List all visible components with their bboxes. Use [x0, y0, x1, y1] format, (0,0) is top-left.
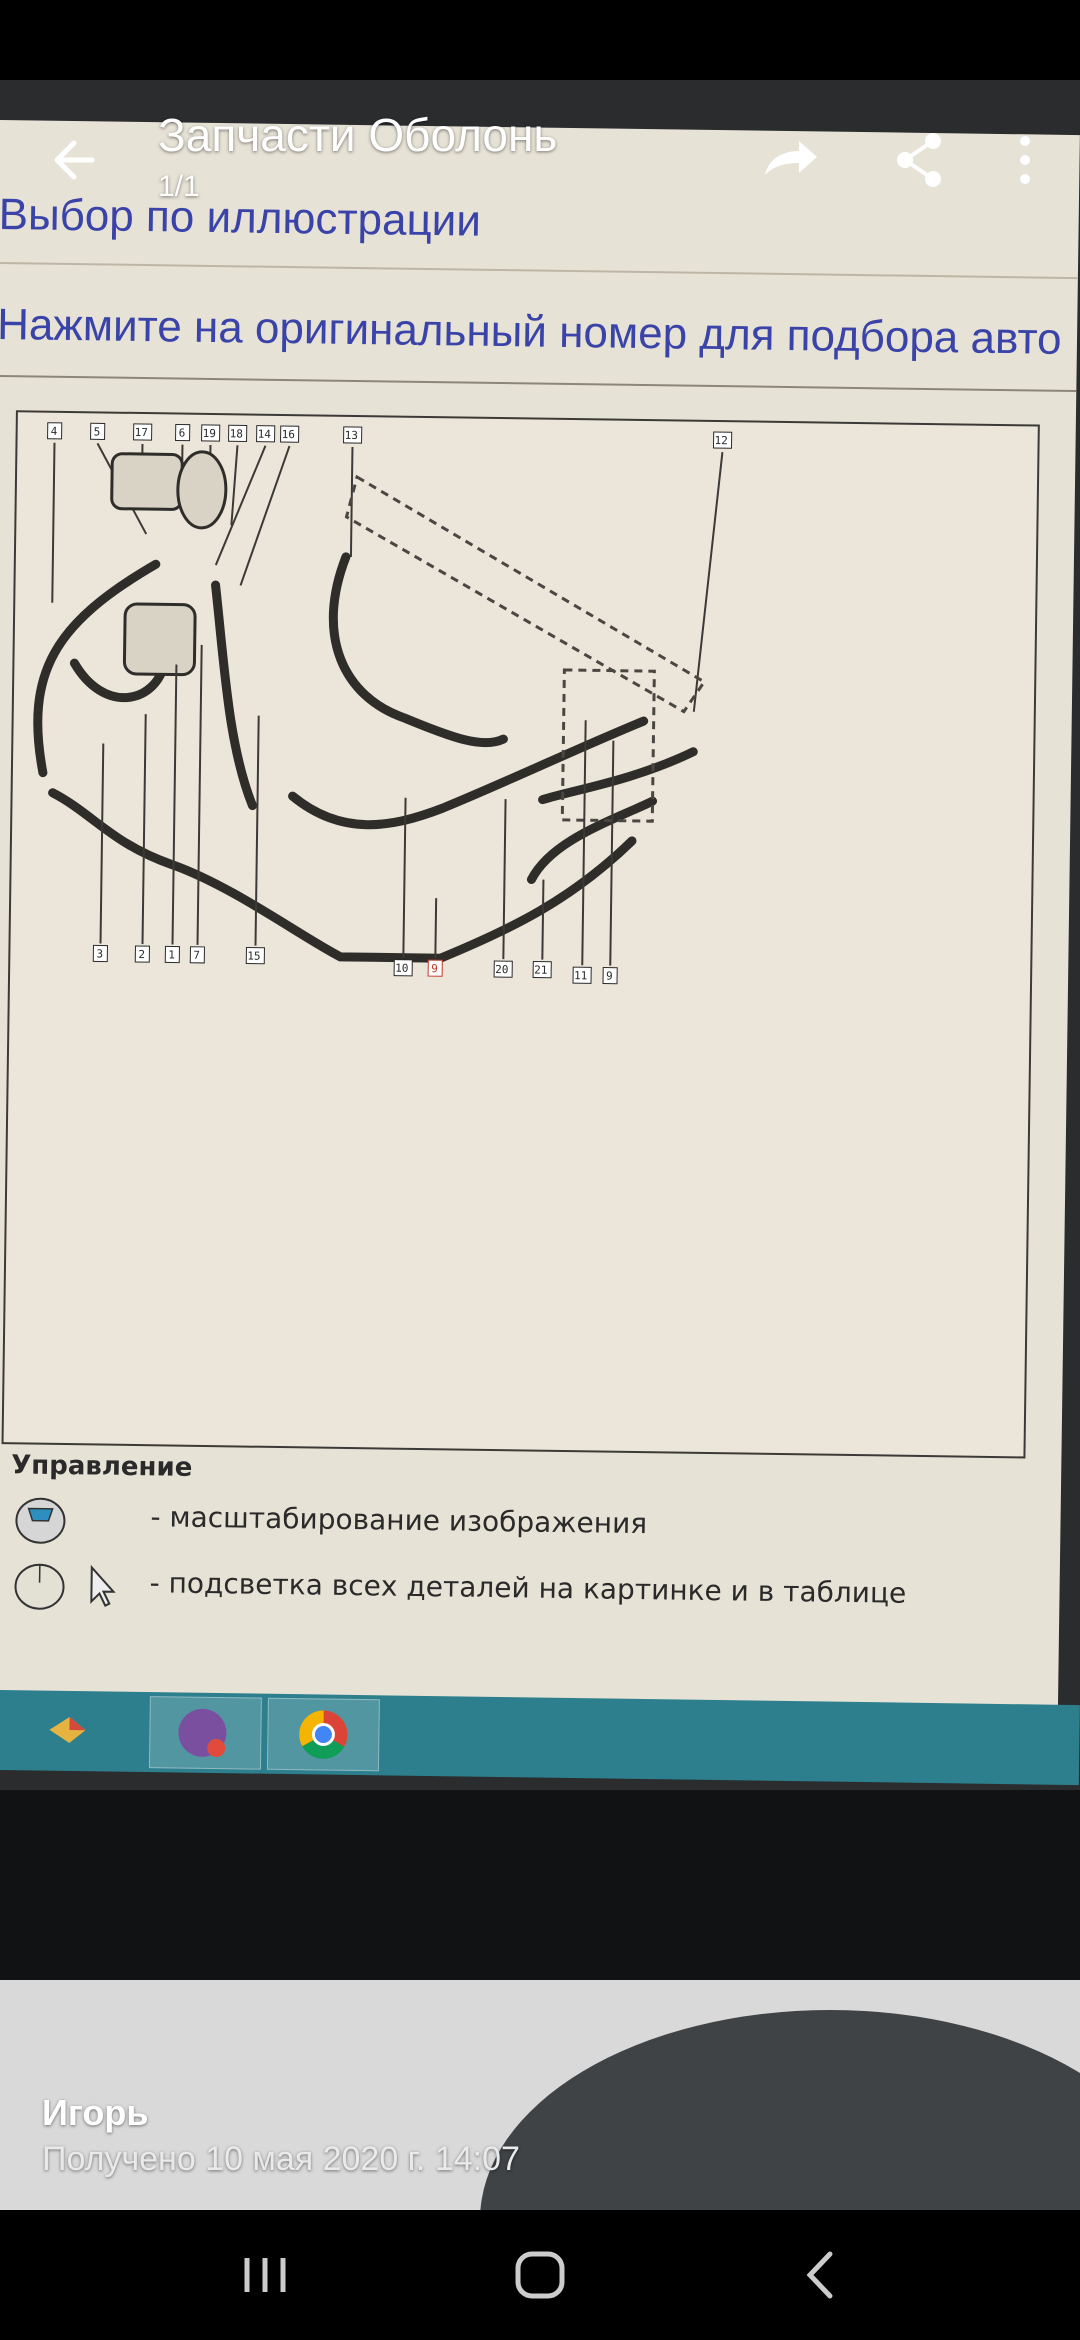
- svg-text:1: 1: [168, 948, 175, 961]
- control-zoom-text: - масштабирование изображения: [150, 1500, 648, 1541]
- svg-text:15: 15: [247, 950, 260, 963]
- control-row-zoom: - масштабирование изображения: [10, 1490, 647, 1554]
- mouse-cursor-icon: [14, 1563, 116, 1610]
- chat-title: Запчасти Оболонь: [158, 109, 558, 161]
- viewer-top-bar: [0, 80, 1080, 240]
- callout-bottom[interactable]: 2: [134, 945, 150, 963]
- back-button[interactable]: [40, 125, 110, 199]
- control-row-highlight: - подсветка всех деталей на картинке и в…: [9, 1556, 907, 1621]
- zoom-mouse-icon: [15, 1497, 66, 1544]
- status-bar: [0, 0, 1080, 80]
- svg-text:14: 14: [258, 428, 272, 441]
- sender-name: Игорь: [42, 2092, 149, 2133]
- callout-top[interactable]: 14: [256, 425, 276, 443]
- monitor-bezel: [0, 1790, 1080, 1990]
- more-vert-icon: [1020, 136, 1030, 184]
- share-icon: [897, 133, 941, 187]
- svg-text:9: 9: [431, 962, 438, 975]
- taskbar-viber-button[interactable]: [148, 1696, 262, 1770]
- taskbar-start-button[interactable]: [29, 1694, 140, 1766]
- hose-diagram-drawing: 4 5 17 6 19 18 14 16 13 12 3 2 1 7: [33, 422, 733, 985]
- svg-text:4: 4: [51, 425, 58, 438]
- callout-bottom[interactable]: 7: [189, 946, 205, 964]
- svg-text:17: 17: [135, 426, 148, 439]
- svg-text:3: 3: [96, 947, 103, 960]
- windows-taskbar: [0, 1690, 1080, 1786]
- forward-button[interactable]: [755, 125, 825, 199]
- callout-top[interactable]: 18: [228, 424, 248, 442]
- callout-top[interactable]: 5: [90, 422, 106, 440]
- svg-text:11: 11: [574, 969, 587, 982]
- divider: [0, 261, 1078, 280]
- svg-text:18: 18: [230, 427, 243, 440]
- forward-arrow-icon: [765, 141, 817, 175]
- recents-button[interactable]: [205, 2230, 325, 2320]
- nav-back-button[interactable]: [760, 2230, 880, 2320]
- svg-text:2: 2: [138, 948, 145, 961]
- callout-top[interactable]: 12: [712, 431, 733, 449]
- divider: [0, 374, 1077, 393]
- callout-top[interactable]: 4: [47, 422, 63, 440]
- callout-bottom[interactable]: 15: [245, 947, 265, 965]
- callout-bottom[interactable]: 9: [602, 966, 618, 985]
- controls-title: Управление: [11, 1450, 193, 1483]
- svg-text:7: 7: [193, 949, 200, 962]
- callout-top[interactable]: 17: [133, 423, 153, 441]
- callout-bottom[interactable]: 3: [92, 944, 108, 963]
- svg-text:20: 20: [495, 963, 508, 976]
- screen-subheading: Нажмите на оригинальный номер для подбор…: [0, 299, 1062, 364]
- callout-top[interactable]: 16: [280, 425, 300, 443]
- svg-text:19: 19: [203, 427, 216, 440]
- taskbar-chrome-button[interactable]: [266, 1697, 380, 1772]
- callout-bottom[interactable]: 1: [164, 945, 180, 964]
- callout-bottom[interactable]: 9: [427, 959, 443, 977]
- recents-icon: [244, 2258, 286, 2292]
- media-counter: 1/1: [158, 170, 200, 203]
- callout-top[interactable]: 6: [175, 423, 191, 442]
- callout-top[interactable]: 13: [343, 426, 363, 444]
- chrome-icon: [299, 1710, 348, 1759]
- message-photo[interactable]: Выбор по иллюстрации Нажмите на оригинал…: [0, 80, 1080, 2210]
- svg-text:21: 21: [534, 964, 547, 977]
- app-launcher-icon: [49, 1716, 86, 1743]
- callout-bottom[interactable]: 10: [393, 959, 413, 977]
- callout-bottom[interactable]: 20: [493, 960, 513, 978]
- svg-text:12: 12: [715, 434, 728, 447]
- svg-text:13: 13: [345, 429, 358, 442]
- callout-top[interactable]: 19: [201, 424, 221, 442]
- callout-bottom[interactable]: 11: [572, 966, 592, 984]
- control-highlight-text: - подсветка всех деталей на картинке и в…: [149, 1566, 907, 1610]
- svg-text:5: 5: [94, 425, 101, 438]
- arrow-back-icon: [54, 140, 95, 180]
- callout-bottom[interactable]: 21: [532, 961, 552, 979]
- share-button[interactable]: [885, 125, 955, 199]
- viber-icon: [178, 1708, 227, 1758]
- monitor-screen: Выбор по иллюстрации Нажмите на оригинал…: [0, 120, 1080, 1775]
- home-icon: [515, 2251, 565, 2299]
- received-timestamp: Получено 10 мая 2020 г. 14:07: [42, 2140, 520, 2178]
- parts-diagram[interactable]: 4 5 17 6 19 18 14 16 13 12 3 2 1 7: [1, 410, 1040, 1459]
- more-options-button[interactable]: [1005, 125, 1045, 199]
- android-nav-bar: [0, 2210, 1080, 2340]
- svg-text:6: 6: [179, 427, 186, 440]
- svg-text:9: 9: [606, 970, 613, 983]
- home-button[interactable]: [480, 2230, 600, 2320]
- chevron-left-icon: [806, 2251, 833, 2299]
- svg-text:10: 10: [395, 962, 408, 975]
- svg-text:16: 16: [282, 428, 295, 441]
